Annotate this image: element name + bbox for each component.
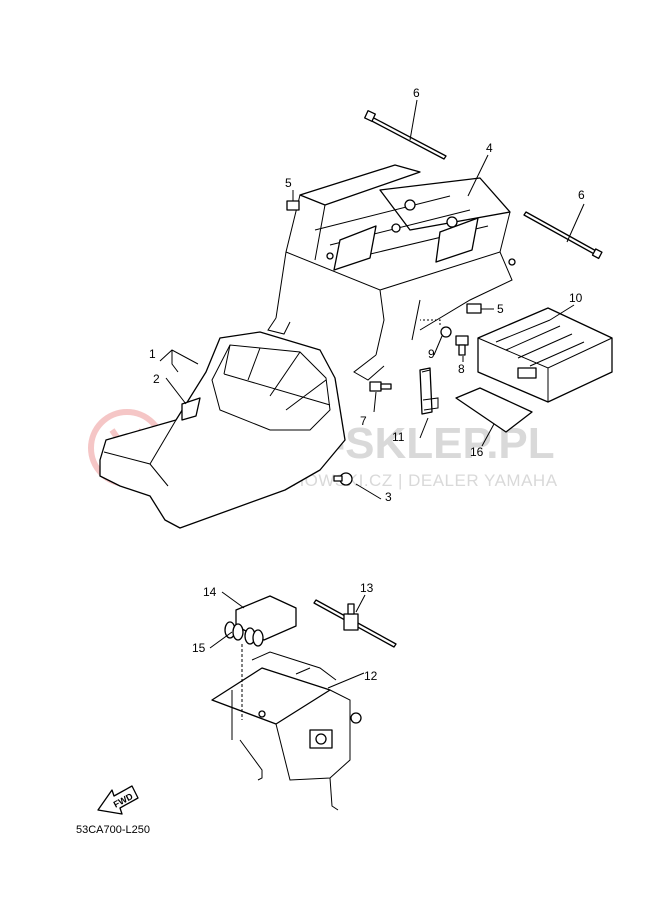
callout-3: 3 — [385, 490, 392, 504]
part-12-bracket-frame — [211, 651, 362, 811]
callout-16: 16 — [470, 445, 484, 459]
callout-4: 4 — [486, 141, 493, 155]
callout-7: 7 — [360, 414, 367, 428]
part-15-spring — [224, 621, 264, 647]
callout-10: 10 — [569, 291, 583, 305]
part-5-bumper-right — [466, 303, 482, 314]
callout-1: 1 — [149, 347, 156, 361]
callout-5-right: 5 — [497, 302, 504, 316]
callout-13: 13 — [360, 581, 374, 595]
callout-2: 2 — [153, 372, 160, 386]
callout-11: 11 — [392, 430, 405, 444]
callout-5-left: 5 — [285, 176, 292, 190]
part-6-cable-tie-right — [523, 211, 603, 260]
callout-14: 14 — [203, 585, 217, 599]
fwd-arrow: FWD — [97, 785, 139, 815]
part-5-bumper-left — [286, 200, 300, 211]
diagram-code: 53CA700-L250 — [76, 824, 150, 836]
part-13-clamp — [313, 599, 397, 648]
callout-15: 15 — [192, 641, 206, 655]
callout-8: 8 — [458, 362, 465, 376]
callout-6-upper: 6 — [413, 86, 420, 100]
part-1-seat — [99, 331, 346, 529]
part-9-washer — [440, 326, 452, 338]
part-6-cable-tie-upper — [364, 110, 447, 160]
callouts: 6 4 5 6 10 5 1 9 8 2 7 11 16 3 13 14 15 … — [149, 86, 585, 683]
part-2-seat-section — [181, 397, 201, 421]
part-3-bolt — [333, 472, 353, 486]
part-11-strap — [419, 367, 439, 415]
part-7-bolt — [369, 381, 392, 392]
callout-6-right: 6 — [578, 188, 585, 202]
part-8-bolt — [455, 335, 469, 356]
part-10-tool-case — [477, 307, 613, 403]
part-4-rear-carrier — [267, 164, 516, 381]
callout-9: 9 — [428, 347, 435, 361]
part-16-plate — [455, 387, 533, 433]
callout-12: 12 — [364, 669, 378, 683]
leader-lines — [159, 99, 585, 720]
